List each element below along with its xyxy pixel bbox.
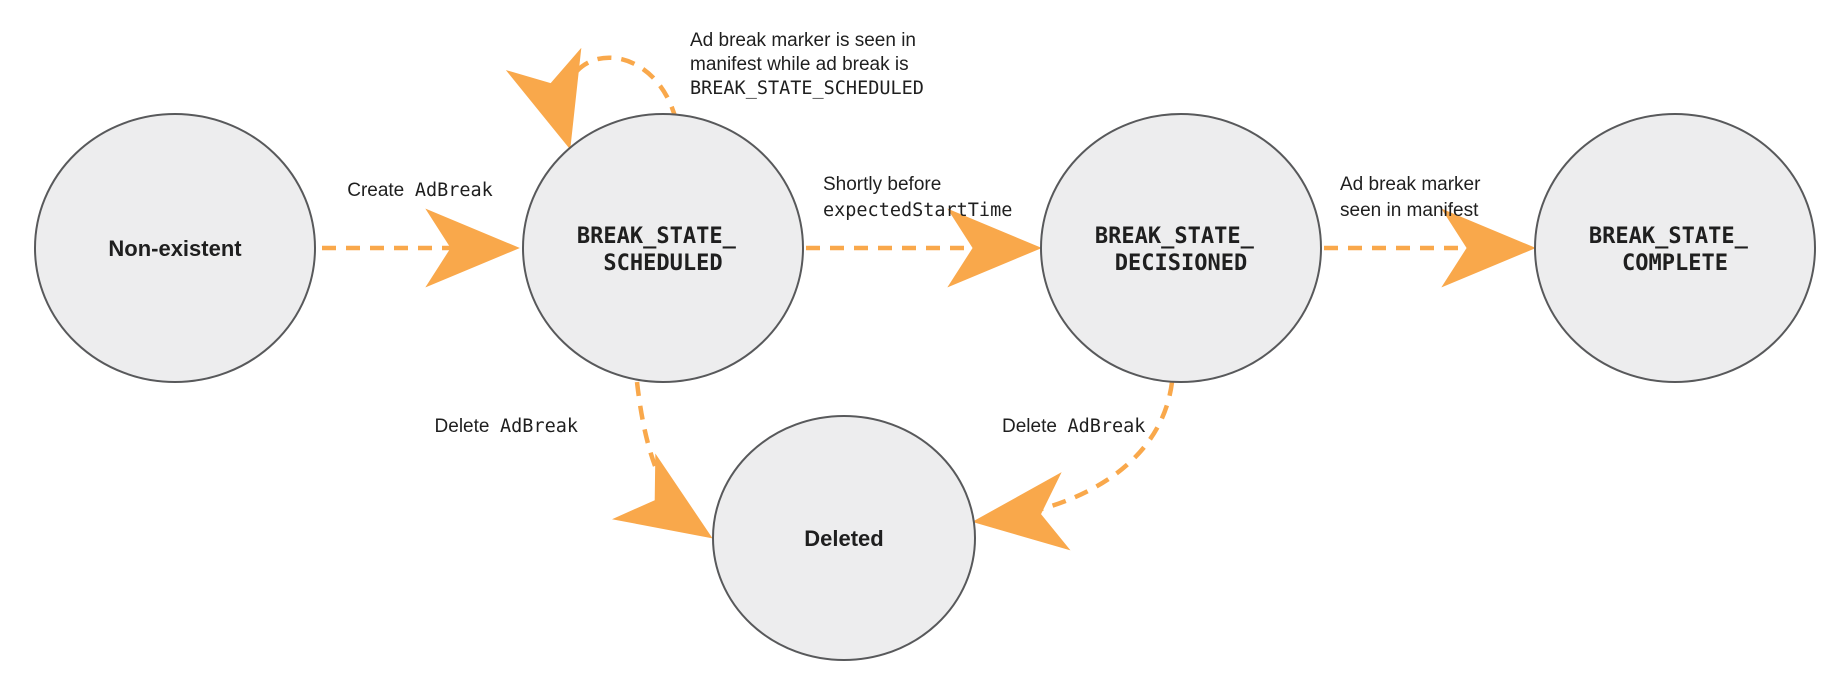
edge-label-delete-left-plain: Delete [435, 416, 495, 437]
node-label-decisioned-line2: DECISIONED [1115, 251, 1247, 276]
edge-label-shortly-before: Shortly before expectedStartTime [823, 174, 1012, 221]
node-label-decisioned: BREAK_STATE_ DECISIONED [1095, 224, 1267, 276]
node-label-scheduled-line1: BREAK_STATE_ [577, 224, 737, 249]
edge-label-delete-right-plain: Delete [1002, 416, 1062, 437]
edge-label-marker-seen-line2: seen in manifest [1340, 200, 1479, 221]
edge-label-create-code: AdBreak [415, 180, 493, 201]
edge-label-create-adbreak: Create AdBreak [347, 180, 493, 201]
edge-self-loop [505, 47, 679, 150]
edge-label-self-loop-line2: manifest while ad break is [690, 54, 909, 75]
state-node-decisioned [1040, 113, 1322, 383]
state-node-complete [1534, 113, 1816, 383]
node-label-decisioned-line1: BREAK_STATE_ [1095, 224, 1255, 249]
edge-label-marker-seen: Ad break marker seen in manifest [1340, 174, 1486, 221]
state-node-deleted [712, 415, 976, 661]
node-label-scheduled-line2: SCHEDULED [603, 251, 722, 276]
edge-label-delete-right-code: AdBreak [1067, 416, 1145, 437]
node-label-complete-line1: BREAK_STATE_ [1589, 224, 1749, 249]
edge-scheduled-to-deleted [612, 381, 713, 539]
edge-label-self-loop: Ad break marker is seen in manifest whil… [690, 30, 924, 99]
edge-label-create-plain: Create [347, 180, 409, 201]
edge-label-shortly-before-line2-code: expectedStartTime [823, 200, 1012, 221]
edge-label-self-loop-line1: Ad break marker is seen in [690, 30, 916, 51]
edge-label-self-loop-line3-code: BREAK_STATE_SCHEDULED [690, 78, 924, 99]
edge-label-marker-seen-line1: Ad break marker [1340, 174, 1481, 195]
edge-label-delete-right: Delete AdBreak [1002, 416, 1145, 437]
edge-label-shortly-before-line1: Shortly before [823, 174, 941, 195]
edge-label-delete-left: Delete AdBreak [435, 416, 578, 437]
node-label-scheduled: BREAK_STATE_ SCHEDULED [577, 224, 749, 276]
node-label-deleted: Deleted [804, 526, 883, 551]
state-node-non-existent [34, 113, 316, 383]
state-node-scheduled [522, 113, 804, 383]
edge-decisioned-to-deleted [972, 381, 1175, 551]
node-label-complete: BREAK_STATE_ COMPLETE [1589, 224, 1761, 276]
node-label-complete-line2: COMPLETE [1622, 251, 1728, 276]
node-label-non-existent: Non-existent [108, 236, 242, 261]
edge-label-delete-left-code: AdBreak [500, 416, 578, 437]
